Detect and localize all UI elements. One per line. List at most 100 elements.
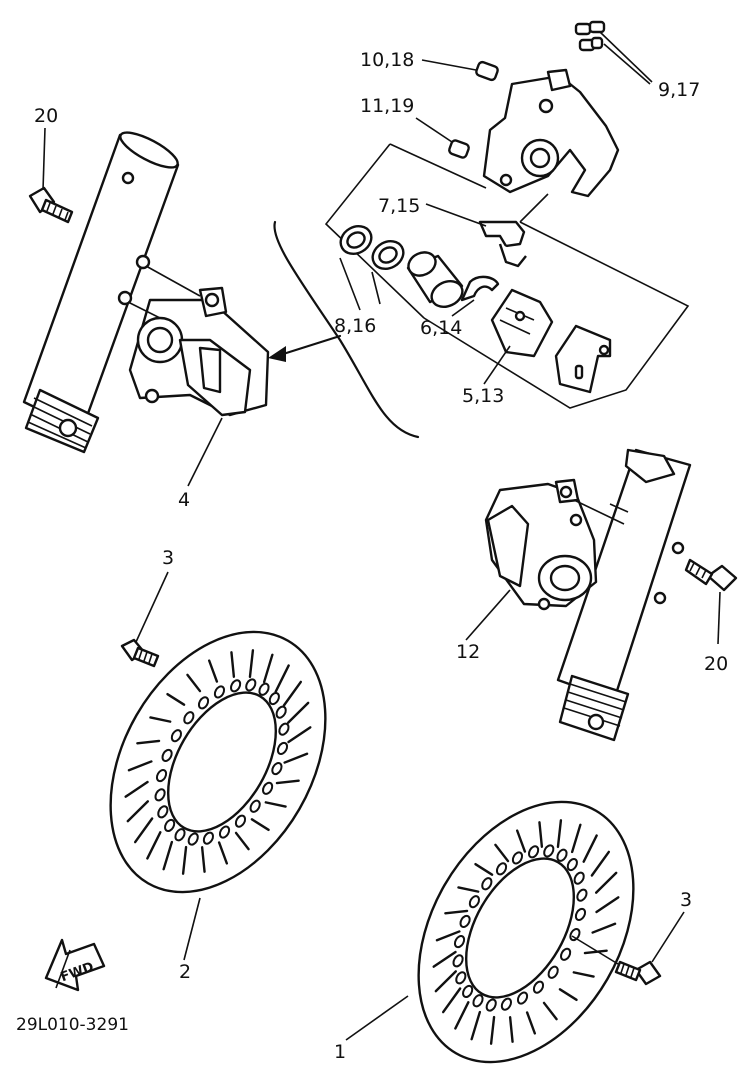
- exploded-group-box: [324, 143, 690, 409]
- callout-8-16: 8,16: [334, 315, 376, 337]
- disc-vent-slot: [287, 726, 312, 744]
- disc-mount-hole: [569, 928, 581, 942]
- disc-mount-hole: [547, 965, 559, 979]
- disc-vent-slot: [200, 846, 206, 873]
- caliper-body-exploded: [482, 68, 620, 198]
- assembly-bracket-curve: [273, 220, 420, 439]
- disc-vent-slot: [582, 834, 598, 863]
- callout-2: 2: [179, 961, 191, 983]
- disc-vent-slot: [136, 739, 161, 745]
- bolt-20-left: [28, 127, 74, 224]
- disc-vent-slot: [572, 971, 595, 978]
- disc-mount-hole: [268, 691, 280, 706]
- disc-mount-hole: [532, 980, 545, 994]
- disc-mount-hole: [197, 696, 210, 710]
- pad-clip-6-14: [460, 275, 500, 302]
- disc-mount-hole: [455, 971, 467, 985]
- caliper-12-guide-line: [573, 499, 625, 525]
- disc-mount-hole: [170, 729, 182, 743]
- disc-vent-slot: [162, 840, 174, 871]
- disc-vent-slot: [207, 659, 219, 683]
- brake-disc-1: [417, 800, 635, 1064]
- fwd-arrow-icon: FWD: [44, 938, 106, 992]
- disc-mount-hole: [511, 851, 524, 865]
- disc-vent-slot: [217, 841, 229, 865]
- disc-vent-slot: [542, 1001, 558, 1021]
- disc-vent-slot: [570, 823, 582, 854]
- disc-vent-slot: [494, 843, 510, 863]
- callout-20-right: 20: [704, 653, 728, 675]
- disc-vent-slot: [274, 664, 290, 693]
- callout-11-19: 11,19: [360, 95, 414, 117]
- clip-6-14-leader: [451, 299, 475, 317]
- bleed-cap-10-18: [421, 59, 499, 82]
- callout-1: 1: [334, 1041, 346, 1063]
- disc-vent-slot: [186, 673, 202, 693]
- disc-mount-hole: [560, 947, 572, 961]
- disc-mount-hole: [468, 895, 480, 909]
- callout-20-left: 20: [34, 105, 58, 127]
- bolt-20-right: [684, 558, 738, 645]
- disc-vent-slot: [166, 692, 186, 706]
- disc-vent-slot: [515, 829, 527, 853]
- disc-vent-slot: [127, 760, 153, 772]
- disc-vent-slot: [590, 850, 611, 877]
- disc-mount-hole: [271, 762, 283, 776]
- assembly-arrow-head: [268, 346, 286, 362]
- disc-vent-slot: [454, 1001, 470, 1030]
- disc-mount-hole: [262, 781, 274, 795]
- disc-mount-hole: [278, 722, 290, 736]
- disc-mount-hole: [161, 748, 173, 762]
- disc-mount-hole: [573, 871, 585, 885]
- disc-mount-hole: [516, 991, 529, 1005]
- disc-mount-hole: [462, 984, 474, 999]
- disc-mount-hole: [543, 844, 555, 858]
- exploded-group-box-link: [519, 193, 549, 223]
- caliper-4-guide-line-lower: [127, 301, 161, 319]
- disc-2-leader: [183, 897, 201, 961]
- disc-vent-slot: [556, 819, 563, 849]
- disc-mount-hole: [234, 814, 247, 828]
- disc-mount-hole: [276, 741, 289, 755]
- disc-vent-slot: [146, 831, 162, 860]
- disc-vent-slot: [264, 801, 287, 808]
- drawing-code: 29L010-3291: [16, 1015, 129, 1035]
- disc-vent-slot: [595, 871, 618, 894]
- disc-vent-slot: [595, 896, 620, 914]
- disc-vent-slot: [149, 716, 172, 723]
- disc-mount-hole: [566, 857, 578, 872]
- callout-5-13: 5,13: [462, 385, 504, 407]
- disc-vent-slot: [525, 1011, 537, 1035]
- disc-mount-hole: [574, 907, 587, 921]
- callout-12: 12: [456, 641, 480, 663]
- disc-vent-slot: [181, 845, 188, 875]
- disc-vent-slot: [434, 970, 457, 993]
- disc-vent-slot: [234, 831, 250, 851]
- disc-mount-hole: [495, 862, 508, 876]
- disc-mount-hole: [452, 954, 464, 968]
- disc-vent-slot: [583, 949, 608, 955]
- callout-9-17: 9,17: [658, 79, 700, 101]
- callout-6-14: 6,14: [420, 317, 462, 339]
- disc-vent-slot: [558, 988, 578, 1002]
- disc-vent-slot: [435, 930, 461, 942]
- disc-vent-slot: [230, 651, 236, 678]
- disc-mount-hole: [218, 825, 231, 839]
- caliper-4-leader: [187, 417, 223, 487]
- disc-vent-slot: [457, 886, 480, 893]
- disc-vent-slot: [489, 1015, 496, 1045]
- disc-vent-slot: [470, 1010, 482, 1041]
- callout-4: 4: [178, 489, 190, 511]
- disc-mount-hole: [229, 679, 242, 693]
- disc-mount-hole: [164, 818, 176, 833]
- disc-mount-hole: [154, 788, 166, 802]
- disc-vent-slot: [133, 817, 154, 844]
- disc-mount-hole: [245, 678, 257, 692]
- disc-mount-hole: [157, 805, 169, 819]
- disc-vent-slot: [287, 701, 310, 724]
- pin-parts-9-17: [574, 20, 653, 85]
- disc-vent-slot: [538, 821, 544, 848]
- disc-bolt-3-upper: [120, 571, 169, 668]
- disc-mount-hole: [258, 682, 270, 696]
